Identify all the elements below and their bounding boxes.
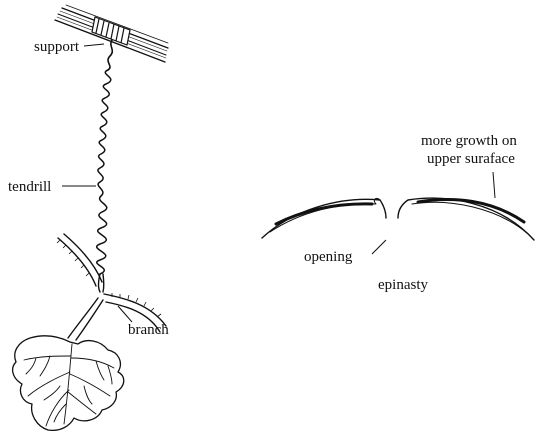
growth-label-line1: more growth on <box>421 133 517 150</box>
tendril-label: tendrill <box>8 179 51 196</box>
growth-leader-line <box>493 172 495 198</box>
epinasty-label: epinasty <box>378 277 428 294</box>
epinasty-left-blade <box>262 198 386 238</box>
branch-label: branch <box>128 322 169 339</box>
tendril-coil <box>97 70 111 274</box>
support-leader-line <box>84 44 104 46</box>
tendril-stem <box>108 40 112 70</box>
opening-label: opening <box>304 249 352 266</box>
growth-label-line2: upper suraface <box>427 151 515 168</box>
epinasty-right-blade <box>398 198 534 240</box>
support-label: support <box>34 39 79 56</box>
opening-leader-line <box>372 240 386 254</box>
